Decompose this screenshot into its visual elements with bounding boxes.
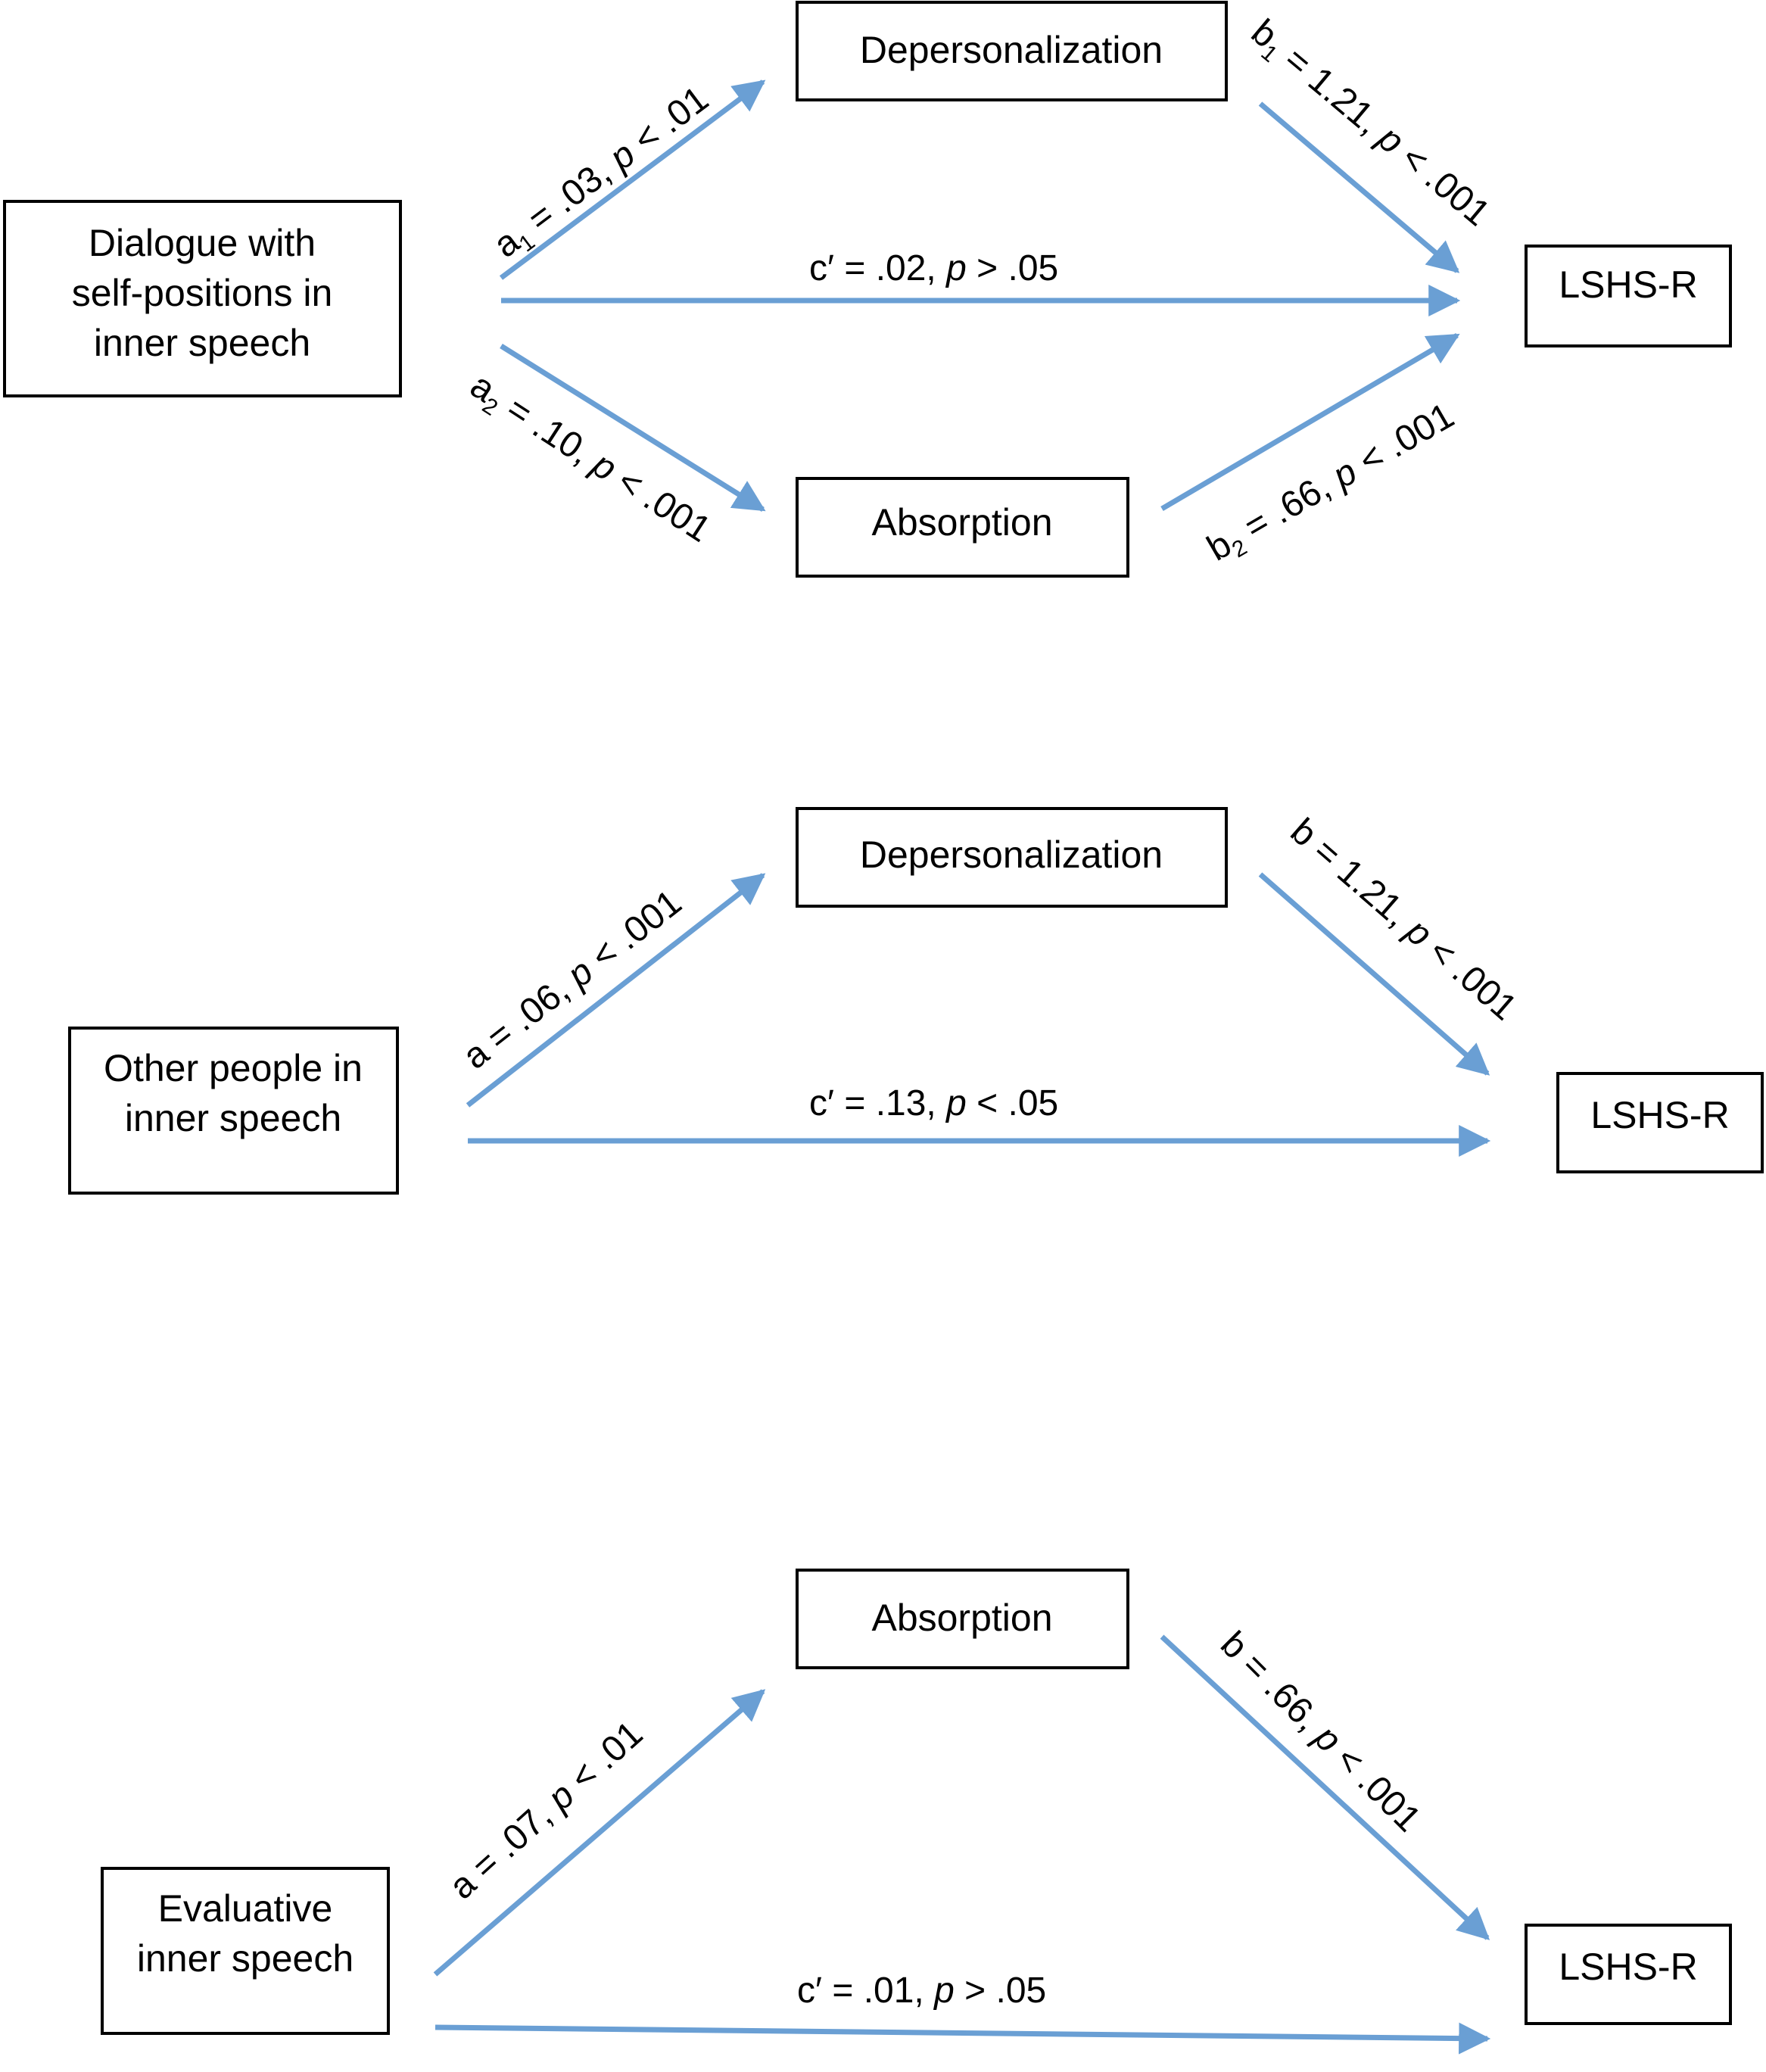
predictor-box: Evaluative inner speech [101, 1867, 390, 2035]
mediator-box-absorption: Absorption [796, 477, 1129, 578]
mediator-label: Absorption [871, 501, 1052, 544]
arrow-a2 [500, 344, 766, 512]
outcome-box: LSHS-R [1525, 1924, 1732, 2025]
arrow-b1 [1258, 101, 1460, 273]
predictor-box: Other people in inner speech [68, 1027, 399, 1195]
outcome-label: LSHS-R [1590, 1094, 1729, 1136]
path-label-c-prime: c′ = .13, p < .05 [809, 1083, 1058, 1123]
path-label-b2: b2 = .66, p < .001 [1201, 395, 1463, 572]
mediator-label: Depersonalization [860, 833, 1163, 876]
outcome-label: LSHS-R [1559, 1946, 1697, 1988]
arrow-a1 [499, 79, 766, 280]
arrow-b [1160, 1634, 1490, 1940]
arrow-a [466, 873, 766, 1108]
predictor-line-1: Evaluative [158, 1887, 333, 1930]
path-label-c-prime: c′ = .01, p > .05 [797, 1971, 1046, 2011]
predictor-line-1: Other people in [104, 1047, 363, 1089]
mediator-box-depersonalization: Depersonalization [796, 1, 1228, 101]
arrow-c-prime [434, 2022, 1491, 2055]
outcome-box: LSHS-R [1525, 245, 1732, 347]
path-label-b1: b1 = 1.21, p < .001 [1241, 12, 1497, 238]
arrow-b2 [1160, 332, 1460, 512]
path-label-a: a = .06, p < .001 [456, 883, 689, 1077]
predictor-line-1: Dialogue with [89, 222, 316, 264]
predictor-line-2: self-positions in [72, 272, 333, 314]
predictor-line-3: inner speech [94, 322, 310, 364]
path-label-a1: a1 = .03, p < .01 [487, 79, 719, 270]
mediator-label: Depersonalization [860, 29, 1163, 71]
predictor-line-2: inner speech [125, 1097, 341, 1139]
predictor-box: Dialogue with self-positions in inner sp… [3, 200, 402, 397]
mediator-box-depersonalization: Depersonalization [796, 807, 1228, 908]
path-label-b: b = .66, p < .001 [1213, 1624, 1428, 1840]
predictor-line-2: inner speech [137, 1937, 354, 1980]
outcome-label: LSHS-R [1559, 263, 1697, 306]
mediator-label: Absorption [871, 1597, 1052, 1639]
arrow-a [433, 1689, 766, 1977]
panel-3: Evaluative inner speech Absorption LSHS-… [101, 1569, 1732, 2055]
panel-2: Other people in inner speech Depersonali… [68, 807, 1764, 1195]
arrow-b [1258, 872, 1490, 1076]
outcome-box: LSHS-R [1556, 1072, 1764, 1173]
path-label-b: b = 1.21, p < .001 [1283, 811, 1525, 1028]
panel-1: Dialogue with self-positions in inner sp… [3, 1, 1732, 578]
mediator-box-absorption: Absorption [796, 1569, 1129, 1669]
path-label-c-prime: c′ = .02, p > .05 [809, 248, 1058, 288]
